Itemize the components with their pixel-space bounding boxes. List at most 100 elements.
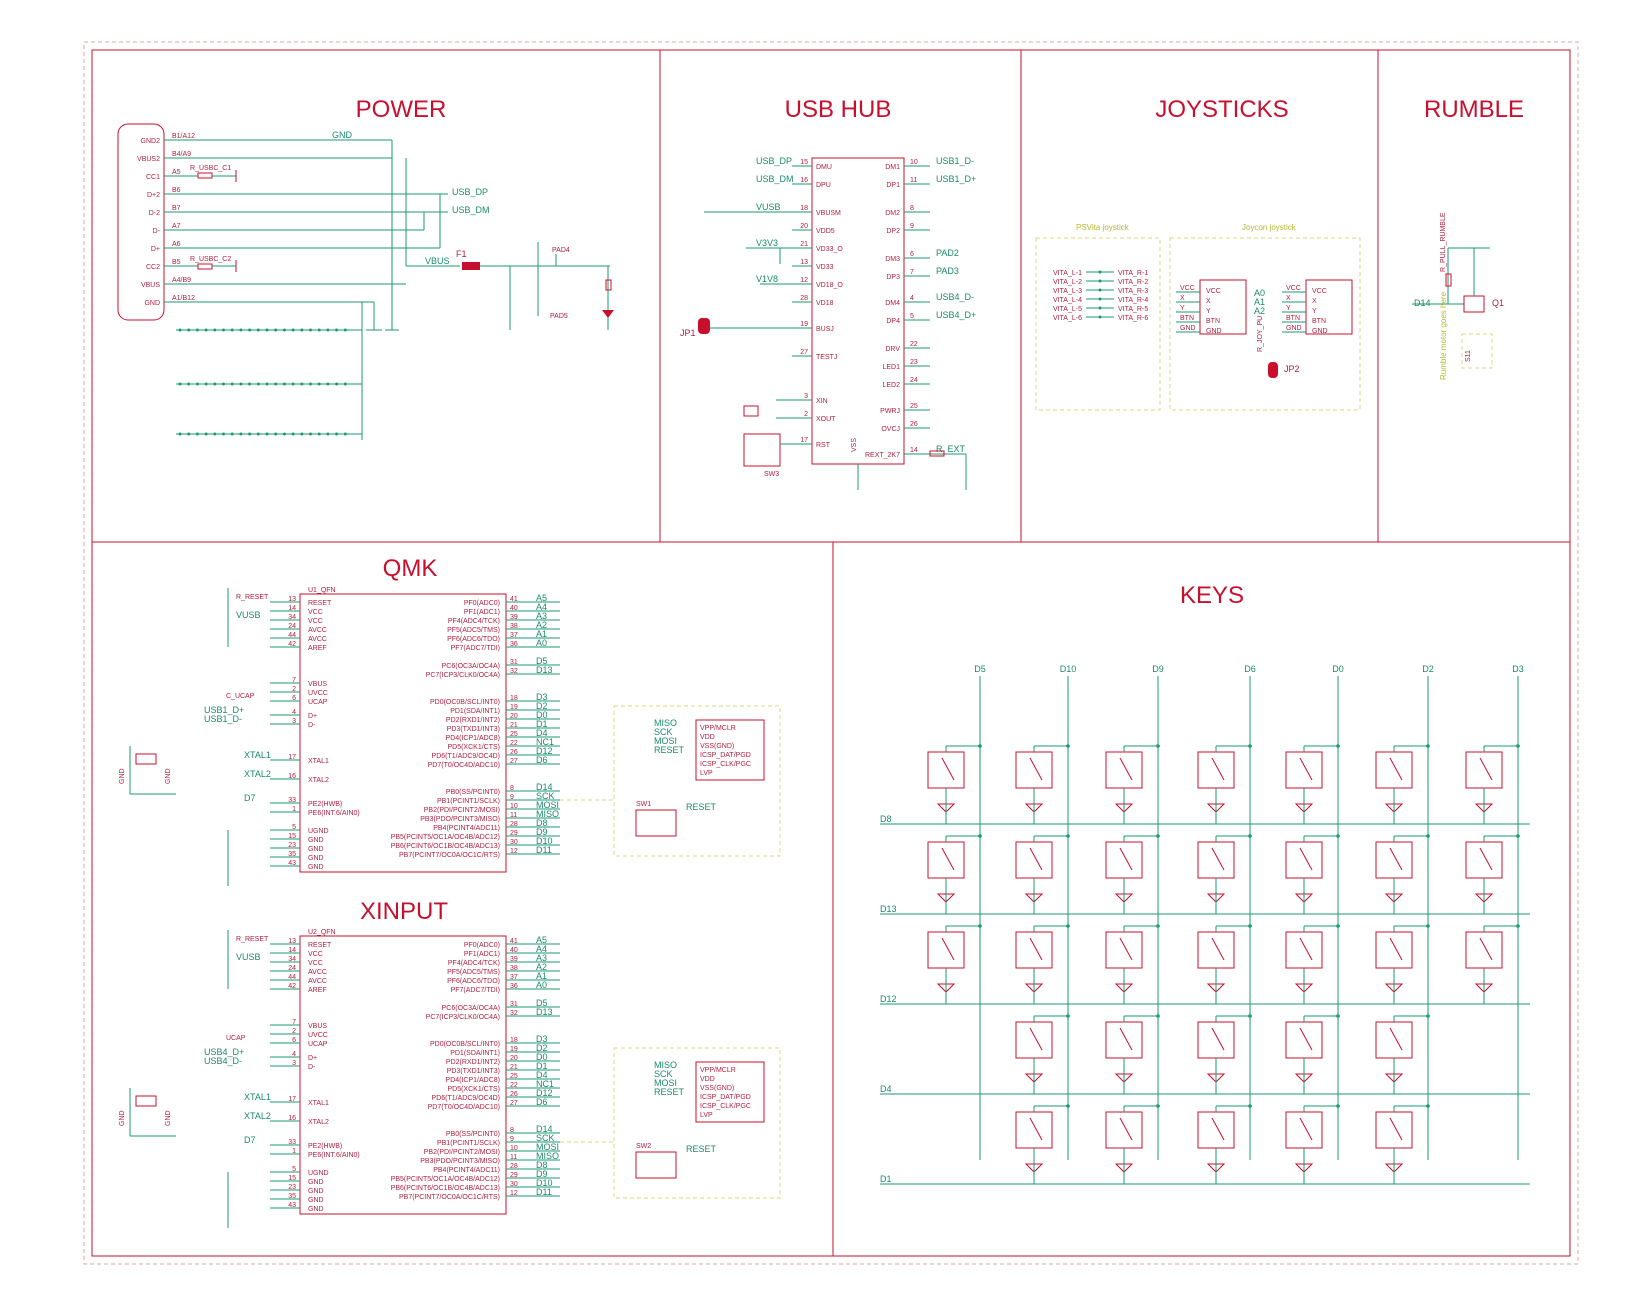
- hub-pin-num: 19: [800, 321, 808, 328]
- key-switch: [927, 931, 965, 969]
- mcu-left-pin-name: AVCC: [308, 636, 327, 643]
- pad-bus-node: [274, 382, 278, 386]
- mcu-left-pin-name: AVCC: [308, 627, 327, 634]
- hub-pin-num: 11: [910, 177, 917, 184]
- hub-net-label: V1V8: [756, 274, 778, 284]
- hub-pin-num: 25: [910, 403, 918, 410]
- reset-switch: [635, 809, 677, 837]
- pad-bus-node: [309, 432, 312, 436]
- pad-bus-node: [300, 432, 304, 436]
- hub-vss-label: VSS: [851, 438, 858, 452]
- icsp-header: [695, 1061, 765, 1123]
- key-column-label: D3: [1512, 664, 1524, 674]
- mcu-right-pin-num: 40: [510, 605, 518, 612]
- power-led: [602, 310, 614, 318]
- mcu-right-pin-name: PD6(T1/ADC9/OC4D): [432, 1095, 500, 1102]
- mcu-net-xtal2: XTAL2: [244, 769, 271, 779]
- mcu-left-pin-num: 2: [292, 686, 296, 693]
- mcu-net-vusb: VUSB: [236, 952, 261, 962]
- mcu-net-gnd-b: GND: [165, 768, 172, 784]
- hub-pin-name: LED1: [882, 364, 900, 371]
- pad-bus-node: [178, 382, 182, 386]
- mcu-right-net: SCK: [536, 791, 555, 801]
- mcu-right-net: A5: [536, 593, 547, 603]
- joy-net-label: A0: [1254, 288, 1265, 298]
- mcu-right-net: A1: [536, 629, 547, 639]
- mcu-left-pin-name: XTAL1: [308, 758, 329, 765]
- key-column-label: D9: [1152, 664, 1164, 674]
- key-switch: [927, 751, 965, 789]
- hub-pin-name: DM1: [885, 164, 900, 171]
- joy-pin-outer: X: [1180, 295, 1185, 302]
- mcu-xinput: U2_QFNRESET13VCC14VCC34AVCC24AVCC44AREF4…: [119, 929, 781, 1228]
- key-switch: [927, 841, 965, 879]
- hub-pin-num: 7: [910, 269, 914, 276]
- net-vbus-label: VBUS: [425, 256, 450, 266]
- r-usbc-c1-label: R_USBC_C1: [190, 165, 231, 172]
- mcu-net-dp: USB4_D+: [204, 1047, 244, 1057]
- mcu-left-pin-num: 14: [288, 947, 296, 954]
- pad-bus-node: [195, 432, 199, 436]
- mcu-net-ucap: UCAP: [226, 1035, 246, 1042]
- mcu-right-net: D2: [536, 701, 548, 711]
- mcu-left-pin-num: 35: [288, 1193, 296, 1200]
- mcu-left-pin-num: 7: [292, 1019, 296, 1026]
- key-switch-blade: [1119, 757, 1133, 781]
- mcu-left-pin-name: UCAP: [308, 699, 328, 706]
- key-switch: [1197, 751, 1235, 789]
- mcu-right-pin-num: 25: [510, 731, 518, 738]
- hub-pin-name: VD18_O: [816, 282, 843, 289]
- joy-pin-name: X: [1206, 298, 1211, 305]
- r-pull-rumble: [1445, 273, 1452, 287]
- mcu-chip: [299, 935, 507, 1215]
- usbc-pad-1: B4/A9: [172, 151, 191, 158]
- mcu-right-net: D5: [536, 656, 548, 666]
- pad-bus-node: [204, 382, 208, 386]
- icsp-pin-name: VDD: [700, 1076, 715, 1083]
- pad4-label: PAD4: [552, 247, 570, 254]
- key-switch-blade: [1299, 1117, 1313, 1141]
- hub-pin-name: DP4: [886, 318, 900, 325]
- mcu-right-net: D3: [536, 1034, 548, 1044]
- key-switch: [1375, 751, 1413, 789]
- mcu-right-pin-num: 41: [510, 596, 518, 603]
- mcu-right-pin-name: PF6(ADC6/TDO): [447, 978, 500, 985]
- mcu-right-pin-name: PD4(ICP1/ADC8): [446, 1077, 500, 1084]
- mcu-left-pin-num: 6: [292, 695, 296, 702]
- mcu-right-pin-name: PB0(SS/PCINT0): [446, 789, 500, 796]
- key-switch: [1465, 931, 1503, 969]
- mcu-right-net: D6: [536, 755, 548, 765]
- key-switch-blade: [1211, 757, 1225, 781]
- mcu-left-pin-num: 13: [288, 938, 296, 945]
- section-title-keys: KEYS: [1180, 582, 1244, 609]
- mcu-right-pin-num: 31: [510, 1001, 518, 1008]
- mcu-left-pin-num: 4: [292, 1051, 296, 1058]
- hub-net-label: USB_DP: [756, 156, 792, 166]
- pad5-label: PAD5: [550, 313, 568, 320]
- mcu-right-net: D13: [536, 1007, 553, 1017]
- icsp-group: [613, 705, 781, 857]
- mcu-right-net: A1: [536, 971, 547, 981]
- hub-pin-num: 2: [804, 411, 808, 418]
- joy-pin-name: VCC: [1206, 288, 1221, 295]
- usbc-pin-0: GND2: [141, 138, 161, 145]
- mcu-left-pin-num: 17: [288, 1096, 296, 1103]
- psvita-group: [1035, 237, 1161, 411]
- mcu-right-pin-num: 41: [510, 938, 518, 945]
- mcu-right-pin-name: PB5(PCINT5/OC1A/OC4B/ADC12): [391, 1176, 500, 1183]
- mcu-right-pin-num: 11: [510, 812, 517, 819]
- mcu-left-pin-num: 13: [288, 596, 296, 603]
- net-gnd-label: GND: [332, 130, 353, 140]
- hub-pin-name: DP1: [886, 182, 900, 189]
- joy-pin-outer: GND: [1180, 325, 1196, 332]
- joy-pin-name: GND: [1312, 328, 1328, 335]
- mcu-left-pin-num: 16: [288, 773, 296, 780]
- hub-pin-num: 28: [800, 295, 808, 302]
- icsp-pin-name: VPP/MCLR: [700, 1067, 736, 1074]
- mcu-left-pin-name: RESET: [308, 600, 332, 607]
- icsp-pin-name: VPP/MCLR: [700, 725, 736, 732]
- mcu-right-net: MOSI: [536, 800, 559, 810]
- icsp-pin-name: LVP: [700, 1112, 713, 1119]
- vita-left-pin: VITA_L-5: [1053, 306, 1082, 313]
